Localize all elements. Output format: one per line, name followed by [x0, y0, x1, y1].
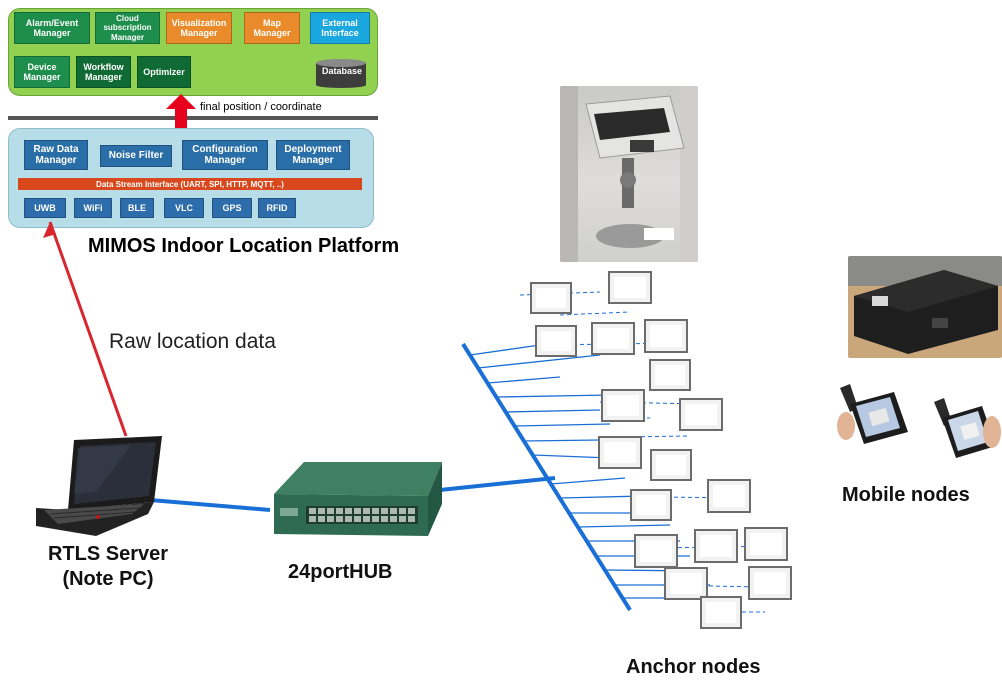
raw-data-manager-module: Raw Data Manager [24, 140, 88, 170]
visualization-manager-module: Visualization Manager [166, 12, 232, 44]
anchor-device-image [560, 86, 698, 262]
anchor-nodes-label: Anchor nodes [626, 656, 761, 678]
layer-divider [8, 116, 378, 120]
external-interface-module: External Interface [310, 12, 370, 44]
handheld-device-icon [837, 384, 908, 444]
anchor-node-screens [536, 277, 786, 623]
hub-label: 24portHUB [288, 561, 393, 583]
raw-data-arrowhead [43, 222, 56, 238]
laptop-icon [36, 436, 162, 536]
protocol-rfid: RFID [258, 198, 296, 218]
up-arrow-icon [166, 94, 196, 128]
handheld-device-icon-2 [934, 398, 1001, 458]
rtls-server-label: RTLS Server [47, 543, 169, 565]
raw-data-line [48, 221, 128, 437]
protocol-vlc: VLC [164, 198, 204, 218]
alarm-event-manager-module: Alarm/Event Manager [14, 12, 90, 44]
protocol-ble: BLE [120, 198, 154, 218]
mobile-nodes-label: Mobile nodes [842, 484, 970, 506]
protocol-wifi: WiFi [74, 198, 112, 218]
map-manager-module: Map Manager [244, 12, 300, 44]
optimizer-module: Optimizer [137, 56, 191, 88]
data-stream-interface-bar: Data Stream Interface (UART, SPI, HTTP, … [18, 178, 362, 190]
network-hub-icon [274, 462, 442, 536]
configuration-manager-module: Configuration Manager [182, 140, 268, 170]
anchor-bus-trunk [461, 342, 632, 612]
workflow-manager-module: Workflow Manager [76, 56, 131, 88]
device-manager-module: Device Manager [14, 56, 70, 88]
final-position-label: final position / coordinate [200, 101, 322, 113]
raw-location-data-label: Raw location data [109, 330, 276, 353]
mobile-node-box-photo [848, 256, 1002, 358]
rtls-server-sublabel: (Note PC) [62, 568, 154, 590]
protocol-gps: GPS [212, 198, 252, 218]
platform-title: MIMOS Indoor Location Platform [88, 235, 400, 257]
cloud-subscription-manager-module: Cloud subscription Manager [95, 12, 160, 44]
anchor-device-photo [560, 86, 698, 262]
mobile-node-box-image [848, 256, 1002, 354]
deployment-manager-module: Deployment Manager [276, 140, 350, 170]
protocol-uwb: UWB [24, 198, 66, 218]
hub-anchor-cable [439, 476, 556, 492]
database-label: Database [321, 66, 363, 76]
database-icon [316, 59, 366, 88]
laptop-hub-cable [149, 498, 271, 512]
noise-filter-module: Noise Filter [100, 145, 172, 167]
